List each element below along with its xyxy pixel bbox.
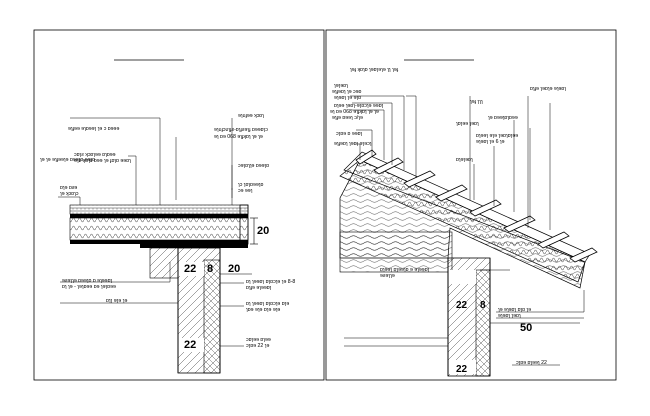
right-pitched-roof-section: 22 8 50 22 ɿɘɟ ʞɒɿɒ ɿɘɒɿɘɿɘ ɿɿ ɿɘɟ ɿ xyxy=(330,67,598,377)
right-sheet-frame xyxy=(325,29,617,381)
label-right-4a: ɿɔ ɿɒɿɒɘɘɿɒ xyxy=(238,182,263,188)
label-roof-e: ɘɿɟɘɒɿ ɿɘɒɿ ɘɿɘɔɿ xyxy=(334,141,372,147)
dim-8: 8 xyxy=(207,263,213,275)
label-right-3a: ɿɘ ɒɘɘɿɒɿɒɘɘ xyxy=(488,115,518,121)
label-top-a: ɿɘɿɘɒɿ xyxy=(334,83,348,89)
label-left-5b: ɿɘ ʞɔɒɿɔ xyxy=(60,191,79,197)
dim-20-horizontal: 20 xyxy=(228,263,240,275)
label-right-5a: ɒɿ ɿɘɘɒɿ ɒɿɒɔɿɘ ɿɘ 8-8 xyxy=(246,279,295,285)
label-left-6: ɿɘ ɿɘ ɘɿɟɘɘɿɘ ɒɘɘɿɒ ɘɘɿɒ xyxy=(40,157,95,163)
label-top-right-1: ɘɿυɟɘɘ ʞɔɒɿ xyxy=(238,113,264,119)
label-right-7a: ɿɘ ɘɿɘɒɿ ɒɿɒ ɿɘ xyxy=(498,307,531,313)
label-right-5b: ɒɿɟɘ ɘɿɘɘɒɿ xyxy=(246,285,272,291)
label-right-4b: ɔɘ ɘɘɿ xyxy=(238,188,253,194)
label-right-1: ɒɿɟɘ ɿɘɒɿɘ ɘɿɘɒɿ xyxy=(530,86,566,92)
label-bottom-1b: ɒɿ ɿɘ - ɿɘɿɒɘɘ ɒɘ ɿɘɿɒɘɘ xyxy=(62,284,116,290)
dim-22-lower: 22 xyxy=(456,364,468,375)
dim-22-upper: 22 xyxy=(184,263,196,275)
label-roof-a: ɒɿɘɘ ɿɘɒɿ-ɘɿɒɔɿɘ ɘɘɒɿ xyxy=(334,103,384,109)
dim-8: 8 xyxy=(480,300,486,311)
dim-20-vertical: 20 xyxy=(257,225,269,237)
label-right-6b: ɿɒɘ ɘɿɘ ɒɿɘ ɘɿɘ xyxy=(246,307,280,313)
label-right-3: ɔɘɿɒɿɿɘ ɒɘɘɿɒ xyxy=(238,163,269,169)
label-top-right-2b: ɘɿ ɒɘ 068 ɘɿɟʞɒɿ ɿɘ ɿɘ xyxy=(214,134,263,140)
label-roof-d: ɔɿɒɘ ɒ ɘɘɒɿ xyxy=(336,131,363,137)
label-top-left-b: ɔɒɿƨ ʞɔɒɿɘɘ ɒɿɒɘɘ xyxy=(74,152,116,158)
label-right-7b: ɔɿɒɘ 22 ɿɘ xyxy=(246,343,269,349)
label-top-right-2a: ɘɿυɟɔυɿɟƨ-ɒɿɟƨɘɿɟ ɒɘɘɒɿɔ xyxy=(214,127,268,133)
label-right-6a: ɒɿ ɿɘɘɒɿ ɒɿɒɔɿɘ ɒɿɘ xyxy=(246,301,289,307)
label-top-c: ɘɿɘɒɿ ɿɘ ɘɿɒ xyxy=(334,95,361,101)
label-right-3b: ɿɒɿɘɘ ɿɘɒɿ xyxy=(456,121,479,127)
label-right-4a: ɒɿɘɘɿ ɘɿɘ ɿɘɒɿɒɿɘɘ xyxy=(476,133,518,139)
label-roof-b: ɘɿ ɒɘ 068 ɘɿɟʞɒɿ ɿɘ ɿɘ xyxy=(330,109,379,115)
label-right-7b: ɘɿɘɒɿ ɿɘɒɿ xyxy=(498,313,521,319)
label-right-6b: ɘƨɘɿɿɘ xyxy=(380,273,395,279)
label-right-4b: ɘɿɘɒɿ ɿɘ 6 ɿɘ xyxy=(476,139,505,145)
label-right-2: ɿɘɟ ɿɿɿ xyxy=(470,99,483,105)
left-sheet-frame xyxy=(33,29,325,381)
label-bottom-2: ɒɿɿ ɘɿɘ ɿɘ xyxy=(106,298,127,304)
dim-50: 50 xyxy=(520,322,532,334)
label-bottom-1a: ɘƨɘɿɿɘ ɒɘɘɿɒ ɒ ɘɿɘɘɒɿ xyxy=(62,278,112,284)
dim-22-lower: 22 xyxy=(184,339,196,351)
label-top-b: ɘɿɟɘɒɿ ɿɘ ɔɘɒ xyxy=(332,89,362,95)
label-top-left-c: ɘɿƨ ʞɒɿƨ ɒɘɘ ɿɘ ɟɒɿɒ ɘɘɒɿ xyxy=(74,158,131,164)
label-right-7a: ɔɒɿɘɘ ɒɿɘɘ xyxy=(246,337,271,343)
label-right-5: ɒɿɘɿɘɒɿ xyxy=(456,157,473,163)
label-right-8: ɔɿɒɘ ɒɿɘɘɿ 22 xyxy=(516,360,547,366)
dim-22-upper: 22 xyxy=(456,300,468,311)
label-top-left-a: ɘɿɟɘɘ ɘɿɒɘɘɿ ɿɘ ɔ ɒɘɘɘ xyxy=(68,126,119,132)
left-flat-roof-section: 20 22 8 20 22 ɘɿυɟɘɘ ʞɔɒɿ ɘɿυɟɔυɿɟƨ-ɒɿɟƨ… xyxy=(40,113,295,374)
label-title-note: ɿɘɟ ʞɒɿɒ ɿɘɒɿɘɿɘ ɿɿ ɿɘɟ xyxy=(350,67,399,73)
label-roof-c: ɘɿɟɘ ɒɘɘɿ ɔ/ɿɘ xyxy=(332,115,363,121)
label-left-5a: ɒɿɘ ɒƨɘ xyxy=(60,185,77,191)
label-right-6a: ɒɿɘɘɿ ɒɿɘɘɿɒ ɘ ɘɿɘɘɒɿ xyxy=(380,267,430,273)
